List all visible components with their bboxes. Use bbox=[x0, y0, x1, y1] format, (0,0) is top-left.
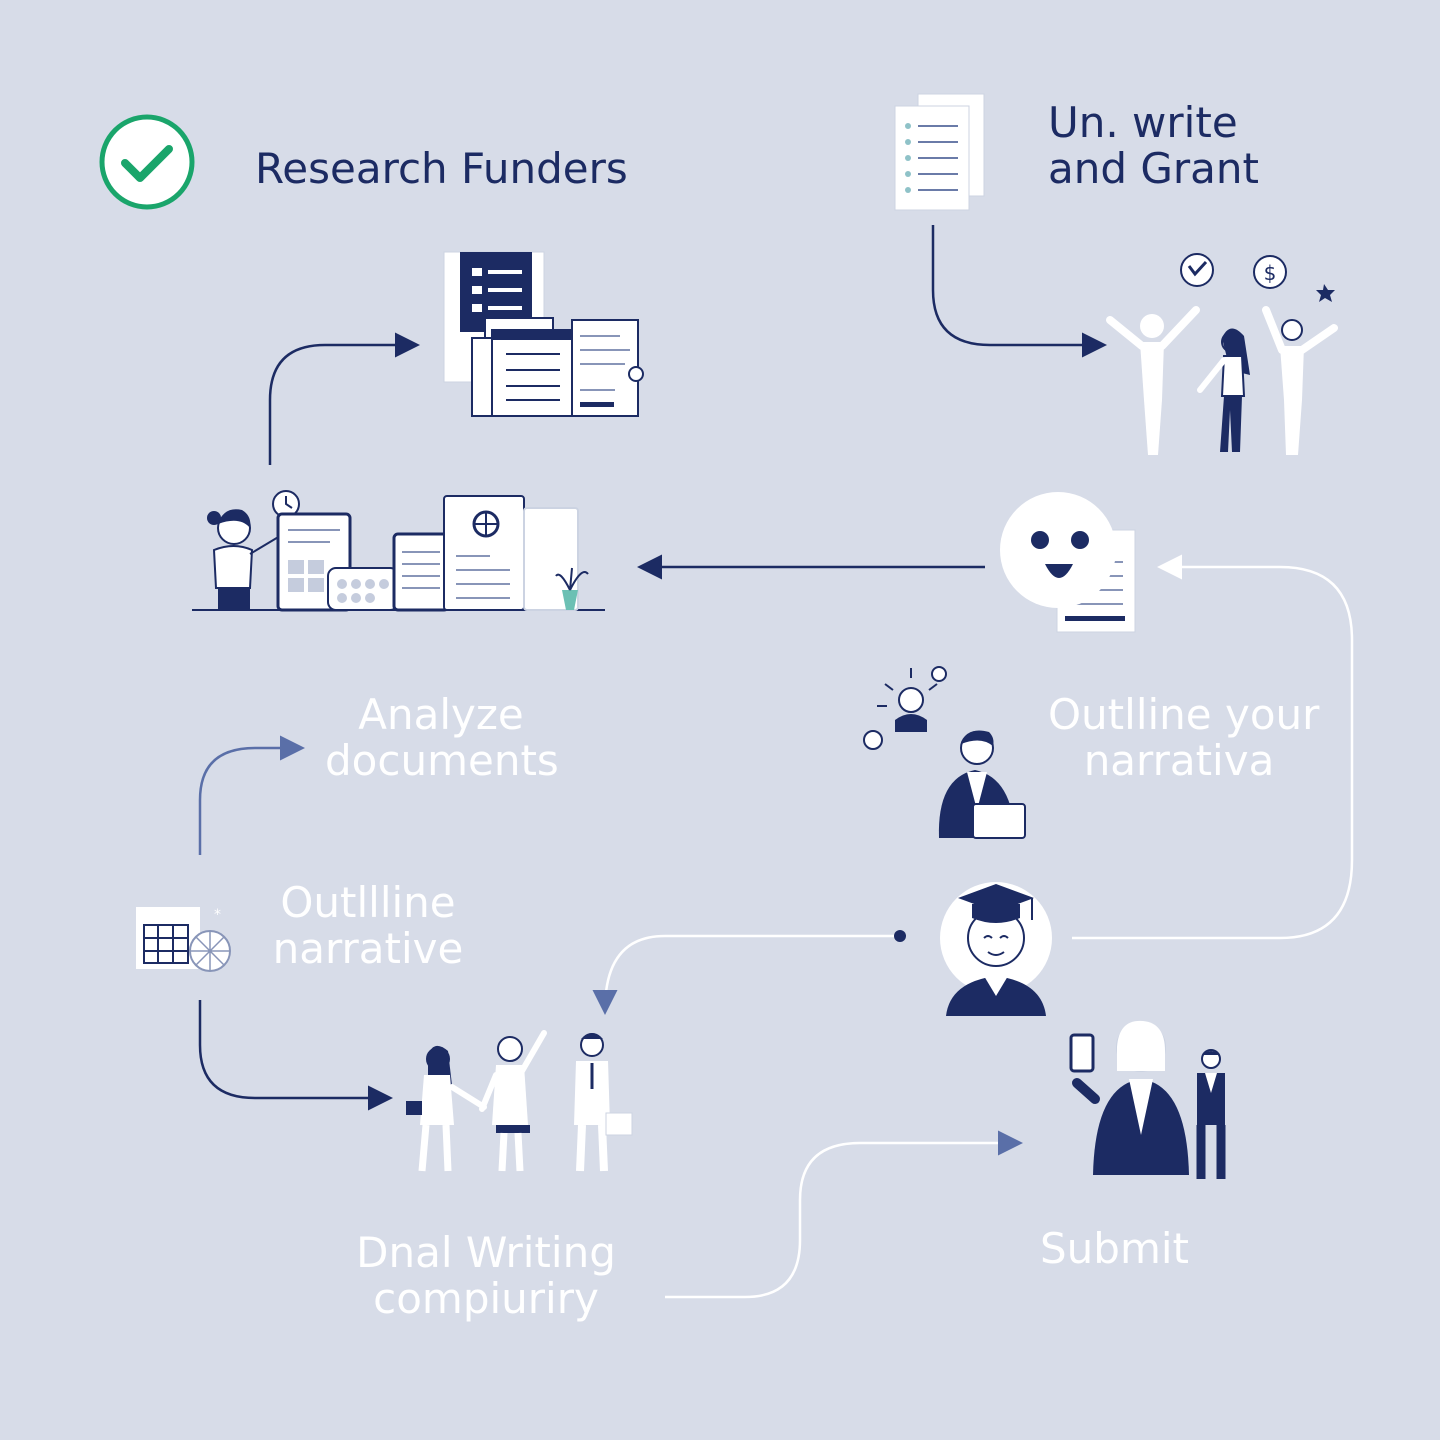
step-analyze-documents: Analyze documents bbox=[325, 690, 559, 786]
step-research-label: Research Funders bbox=[255, 144, 628, 193]
step-outline-your-narrative: Outlline your narrativa bbox=[1048, 690, 1320, 786]
step-write-grant-line1: Un. write bbox=[1048, 98, 1238, 147]
arrow-analyze-to-docs bbox=[268, 332, 420, 465]
svg-text:$: $ bbox=[1264, 261, 1277, 285]
check-circle-icon bbox=[99, 114, 195, 210]
step-outline-your-line1: Outlline your bbox=[1048, 690, 1320, 739]
step-write-grant: Un. write and Grant bbox=[1048, 98, 1260, 194]
step-outline-narrative: Outllline narrative bbox=[248, 878, 488, 974]
desk-scene-illustration bbox=[192, 490, 605, 612]
step-submit-label: Submit bbox=[1040, 1224, 1189, 1273]
celebrating-team-illustration: $ bbox=[1106, 253, 1338, 455]
document-stack-icon bbox=[894, 93, 985, 211]
step-outline-line2: narrative bbox=[272, 924, 464, 974]
step-final-writing-line1: Dnal Writing bbox=[356, 1228, 616, 1277]
step-write-grant-line2: and Grant bbox=[1048, 144, 1260, 194]
step-outline-line1: Outllline bbox=[280, 878, 456, 927]
step-outline-your-line2: narrativa bbox=[1083, 736, 1275, 786]
arrow-final-to-submit bbox=[665, 1130, 1023, 1299]
arrow-grant-to-team bbox=[931, 225, 1107, 358]
table-chart-icon: * bbox=[136, 907, 231, 972]
node-dot bbox=[894, 930, 906, 942]
collaboration-team-illustration bbox=[406, 1030, 633, 1172]
thinking-person-illustration bbox=[863, 666, 1026, 839]
graduation-cap-icon bbox=[940, 882, 1052, 1016]
step-final-writing: Dnal Writing compiuriry bbox=[340, 1228, 632, 1324]
face-icon bbox=[1000, 492, 1136, 633]
step-analyze-line1: Analyze bbox=[358, 690, 524, 739]
arrow-outline-to-team bbox=[198, 1000, 393, 1111]
arrow-grad-loop-up bbox=[1072, 554, 1354, 940]
arrow-grad-to-team bbox=[592, 934, 895, 1015]
presenter-illustration bbox=[1069, 1020, 1226, 1179]
step-final-writing-line2: compiuriry bbox=[373, 1274, 599, 1324]
step-research-funders: Research Funders bbox=[255, 144, 628, 193]
step-submit: Submit bbox=[1040, 1224, 1189, 1273]
step-analyze-line2: documents bbox=[325, 736, 559, 786]
document-pile-illustration bbox=[443, 251, 644, 417]
arrow-outline-loop bbox=[198, 735, 305, 855]
svg-text:*: * bbox=[214, 907, 221, 923]
